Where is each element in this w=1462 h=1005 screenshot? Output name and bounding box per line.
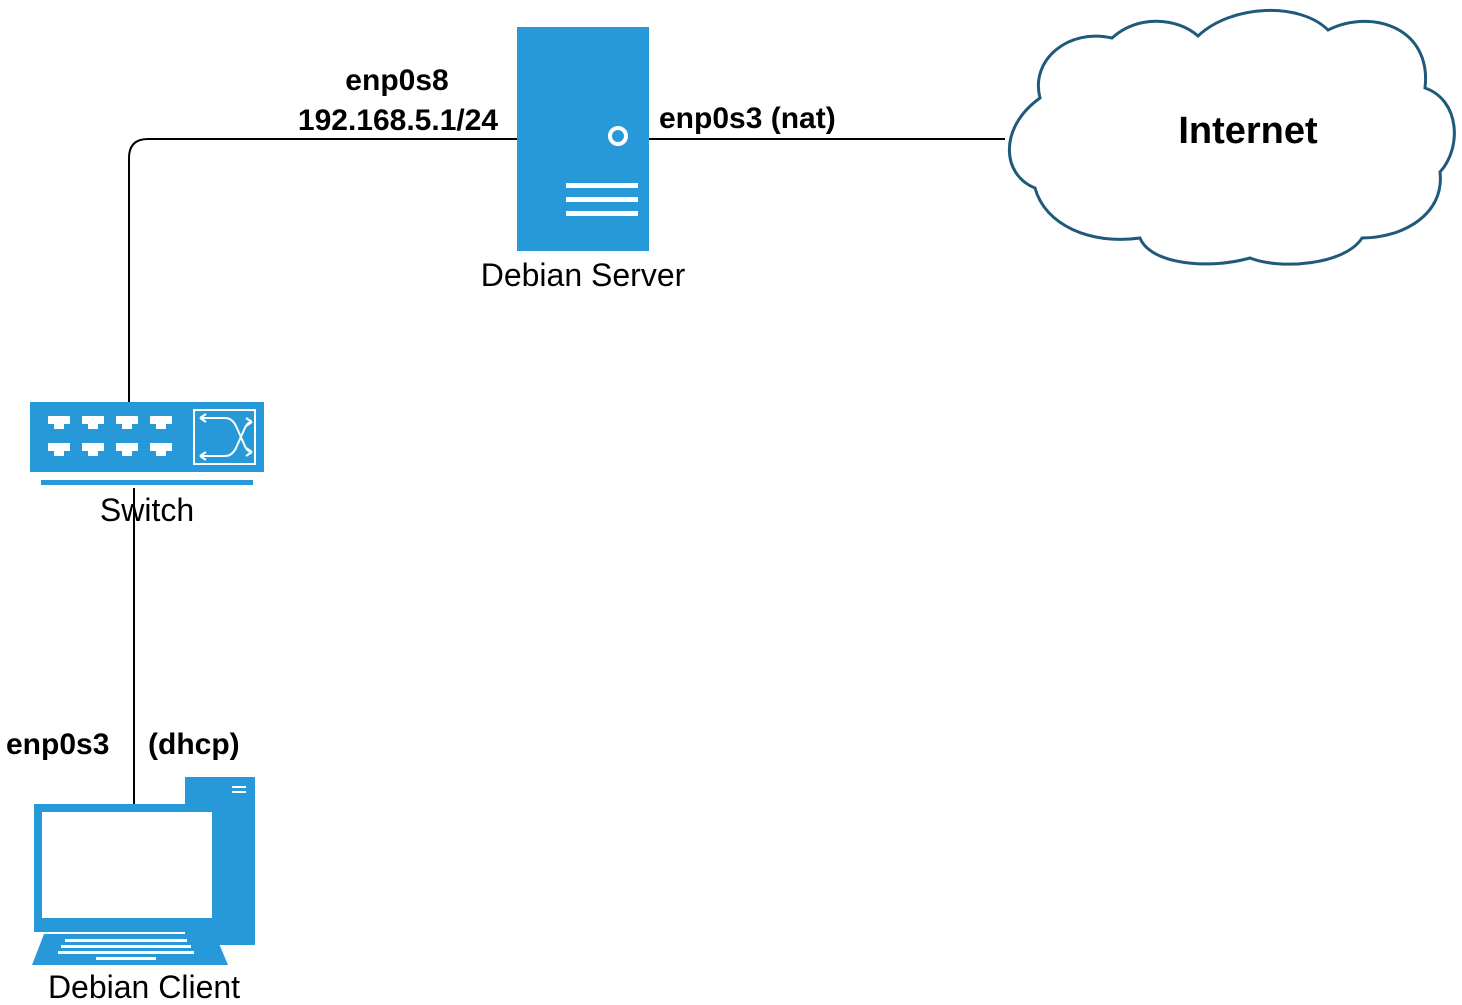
server-label: Debian Server	[480, 257, 686, 293]
crossover-arrows-icon	[193, 409, 256, 465]
link-server-switch	[128, 138, 517, 402]
server-lan-ip-label: 192.168.5.1/24	[297, 104, 499, 137]
cloud-icon	[1007, 8, 1456, 266]
server-wan-interface-label: enp0s3 (nat)	[659, 102, 836, 135]
network-switch-icon	[30, 402, 264, 485]
server-tower-icon	[517, 27, 649, 251]
client-dhcp-label: (dhcp)	[148, 728, 240, 761]
switch-label: Switch	[99, 492, 195, 528]
client-interface-label: enp0s3	[6, 728, 110, 761]
server-lan-interface-label: enp0s8	[345, 64, 449, 97]
connections	[128, 138, 1005, 808]
desktop-computer-icon	[32, 777, 255, 965]
internet-label: Internet	[1178, 110, 1318, 152]
client-label: Debian Client	[47, 969, 241, 1005]
